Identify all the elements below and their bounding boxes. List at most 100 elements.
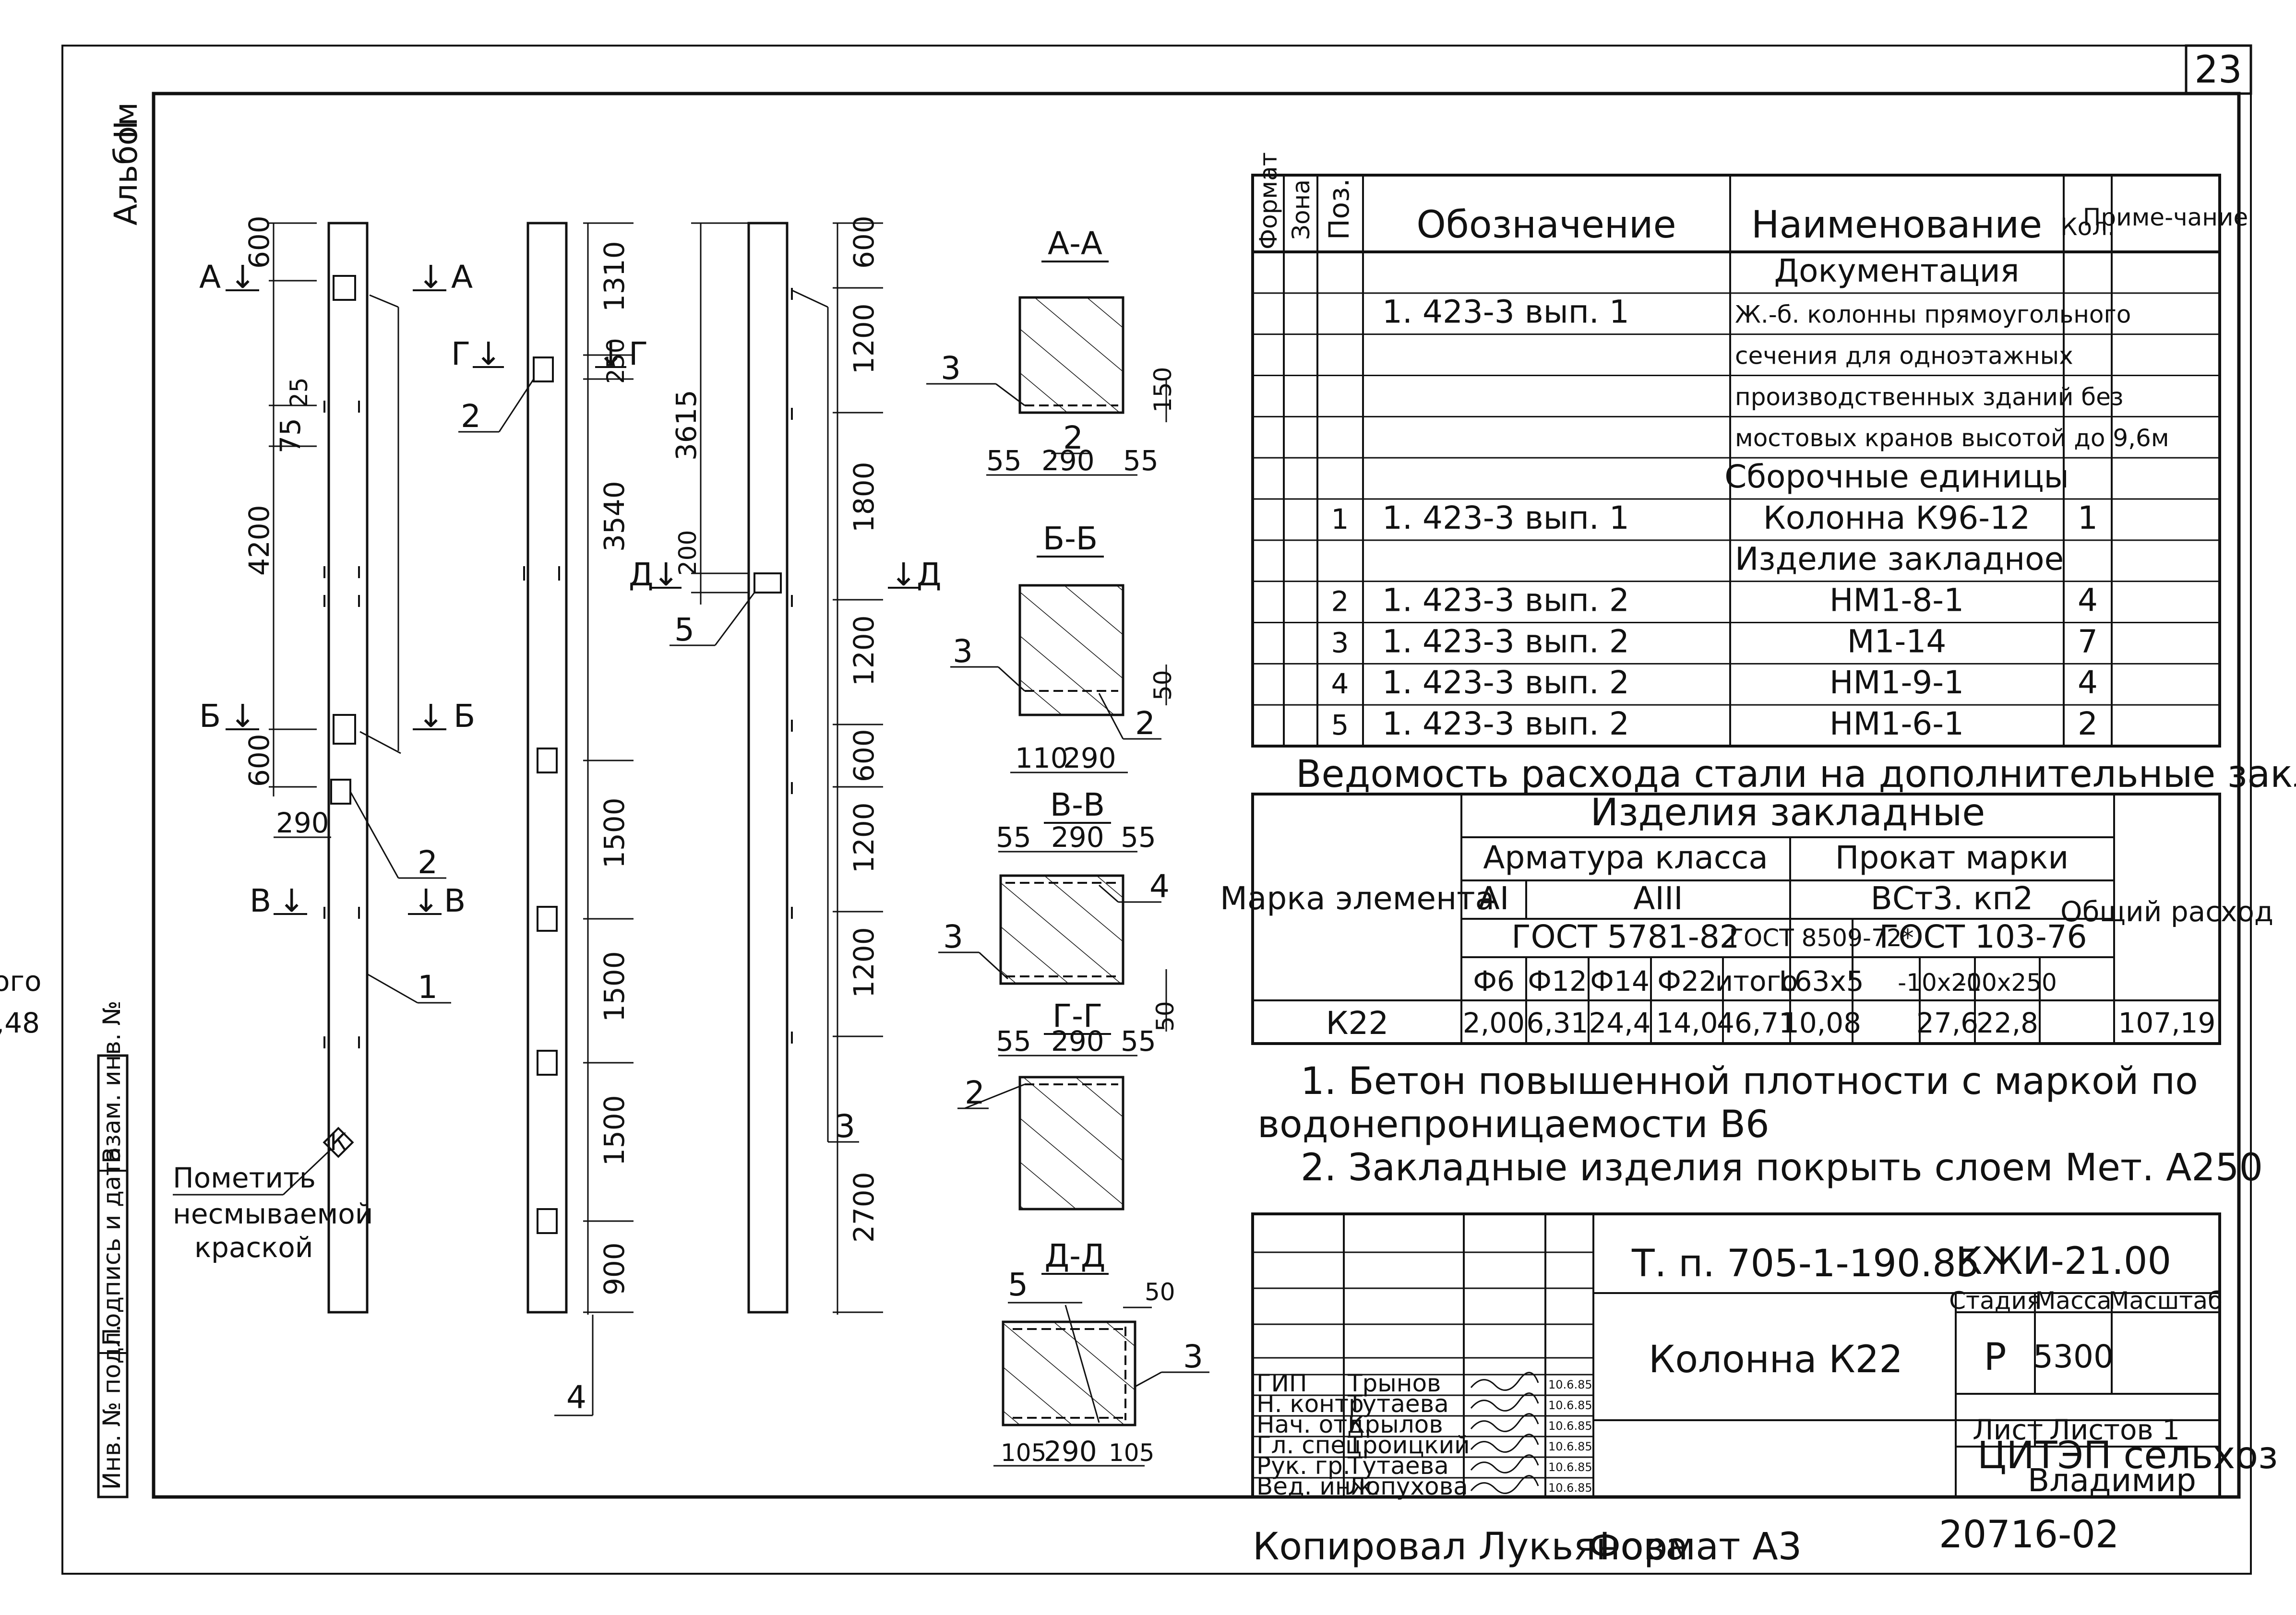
section-v-label-4: 4	[1149, 868, 1170, 905]
title-scale-label: Масштаб	[2108, 1287, 2223, 1315]
steel-col-header: Ф14	[1590, 965, 1650, 998]
steel-gost-angle: ГОСТ 8509-72*	[1729, 924, 1913, 952]
steel-row-value: 24,4	[1589, 1007, 1650, 1039]
handwritten-signature	[1470, 1454, 1539, 1473]
signature-name: Тутаева	[1347, 1390, 1449, 1418]
title-doc-code: КЖИ-21.00	[1956, 1240, 2171, 1283]
title-project-code: Т. п. 705-1-190.85	[1631, 1242, 1980, 1285]
spec-table-header: Формат Зона Поз. Обозначение Наименовани…	[1255, 152, 2248, 249]
steel-embedded-header: Изделия закладные	[1590, 791, 1985, 834]
section-a-label-3: 3	[941, 350, 961, 387]
section-v-dim-290: 290	[1051, 821, 1104, 854]
section-d-dim-105-right: 105	[1109, 1439, 1154, 1467]
steel-col-header: Ф6	[1473, 965, 1515, 998]
album-roman: II	[108, 120, 144, 139]
signature-name: Крылов	[1348, 1411, 1443, 1438]
section-g-title: Г-Г	[1052, 998, 1102, 1034]
footer-copied: Копировал Лукьянова	[1253, 1525, 1688, 1568]
spec-row-qty: 7	[2078, 623, 2098, 660]
section-v: В-В 55 290 55 4 3 50	[938, 786, 1179, 1032]
title-sheets-label: Листов 1	[2049, 1413, 2180, 1446]
section-d-dim-50: 50	[1145, 1278, 1175, 1306]
dim-1500-c: 1500	[598, 1095, 631, 1166]
spec-row-designation: 1. 423-3 вып. 1	[1382, 499, 1629, 536]
section-mark-a-left: А	[199, 259, 221, 296]
section-v-dim-55-right: 55	[1121, 821, 1156, 854]
title-stage-label: Стадия	[1949, 1287, 2041, 1315]
spec-table	[1251, 174, 2221, 748]
spec-header-format: Формат	[1255, 152, 1282, 249]
section-mark-d-left: Д	[629, 556, 654, 593]
title-sheet-label: Лист	[1973, 1413, 2043, 1446]
callout-5-col3: 5	[674, 611, 694, 648]
dim-1310: 1310	[598, 241, 631, 312]
spec-header-name: Наименование	[1751, 203, 2042, 247]
title-stage: Р	[1984, 1336, 2006, 1379]
dim-900: 900	[598, 1242, 631, 1295]
section-mark-d-right: Д	[917, 556, 942, 593]
signature-date: 10.6.85	[1548, 1399, 1592, 1412]
outer-frame	[61, 45, 2252, 1575]
callout-3-col3: 3	[835, 1108, 855, 1145]
signature-role: Нач. отд.	[1256, 1411, 1372, 1438]
steel-row-total: 107,19	[2118, 1007, 2216, 1039]
section-a-title: А-А	[1048, 225, 1102, 262]
steel-col-header: L63x5	[1779, 965, 1864, 998]
spec-row-pos: 3	[1331, 626, 1349, 659]
section-a-label-2: 2	[1063, 419, 1083, 456]
steel-table-title: Ведомость расхода стали на дополнительны…	[1296, 753, 2296, 796]
callout-2-col1: 2	[418, 844, 438, 881]
steel-col-header: -10x250	[1958, 969, 2057, 997]
section-a-dim-290: 290	[1041, 444, 1095, 477]
dim-600-c3-mid: 600	[848, 729, 880, 782]
dim-600-top: 600	[243, 215, 275, 269]
dim-200: 200	[674, 530, 702, 576]
dim-1500-b: 1500	[598, 951, 631, 1022]
callout-4-col2: 4	[566, 1379, 586, 1416]
section-mark-v-right: В	[444, 882, 466, 919]
signature-role: ГИП	[1256, 1369, 1307, 1397]
steel-gost-rebar: ГОСТ 5781-82	[1511, 918, 1739, 955]
footer-format: Формат А3	[1589, 1525, 1802, 1568]
dim-600-c3-top: 600	[848, 215, 880, 269]
signature-date: 10.6.85	[1548, 1481, 1592, 1495]
steel-row-mark: К22	[1326, 1005, 1389, 1042]
steel-row-value: 46,71	[1717, 1007, 1796, 1039]
dim-75: 75	[274, 418, 307, 453]
section-g-dim-290: 290	[1051, 1025, 1104, 1057]
steel-col-header: -10x200	[1898, 969, 1997, 997]
mark-note-line3: краской	[194, 1231, 313, 1264]
column-elevation-1: К 600 75 25 4200 600 290 А ↓ ↓ А Б ↓ ↓ Б…	[173, 215, 475, 1314]
spec-row-name: Документация	[1774, 252, 2020, 289]
steel-rolled-header: Прокат марки	[1835, 839, 2069, 876]
signature-name: Тутаева	[1347, 1452, 1449, 1480]
title-city: Владимир	[2028, 1462, 2196, 1499]
section-b-dim-50: 50	[1149, 670, 1177, 701]
section-d-label-5: 5	[1008, 1266, 1028, 1303]
title-block: Т. п. 705-1-190.85 КЖИ-21.00 Колонна К22…	[1251, 1212, 2278, 1499]
column-elevation-3: 600 1200 1800 1200 600 1200 1200 2700 36…	[629, 215, 942, 1315]
section-g-dim-55-left: 55	[996, 1025, 1031, 1057]
dim-290: 290	[276, 807, 329, 839]
signature-date: 10.6.85	[1548, 1461, 1592, 1474]
section-mark-g-right: Г	[629, 335, 648, 372]
dim-4200: 4200	[243, 505, 275, 576]
steel-rebar-header: Арматура класса	[1483, 839, 1768, 876]
title-mass-label: Масса	[2035, 1287, 2111, 1315]
steel-row-value: 14,0	[1656, 1007, 1718, 1039]
steel-class-aiii: AIII	[1633, 880, 1683, 917]
section-mark-b-left: Б	[199, 698, 221, 735]
section-mark-b-right: Б	[454, 698, 475, 735]
spec-header-zone: Зона	[1287, 179, 1315, 240]
section-b-title: Б-Б	[1043, 520, 1098, 557]
spec-row-name: Изделие закладное	[1735, 541, 2064, 578]
spec-row-designation: 1. 423-3 вып. 1	[1382, 294, 1629, 331]
signature-name: Трынов	[1347, 1369, 1441, 1397]
steel-class-ai: AI	[1478, 880, 1509, 917]
title-mass: 5300	[2033, 1338, 2114, 1375]
dim-3615: 3615	[670, 390, 703, 461]
steel-col-header: Ф22	[1657, 965, 1717, 998]
section-a: А-А 3 2 55 290 55 150	[926, 225, 1177, 477]
dim-1200-c3-d: 1200	[848, 927, 880, 998]
spec-row-designation: 1. 423-3 вып. 2	[1382, 705, 1629, 742]
